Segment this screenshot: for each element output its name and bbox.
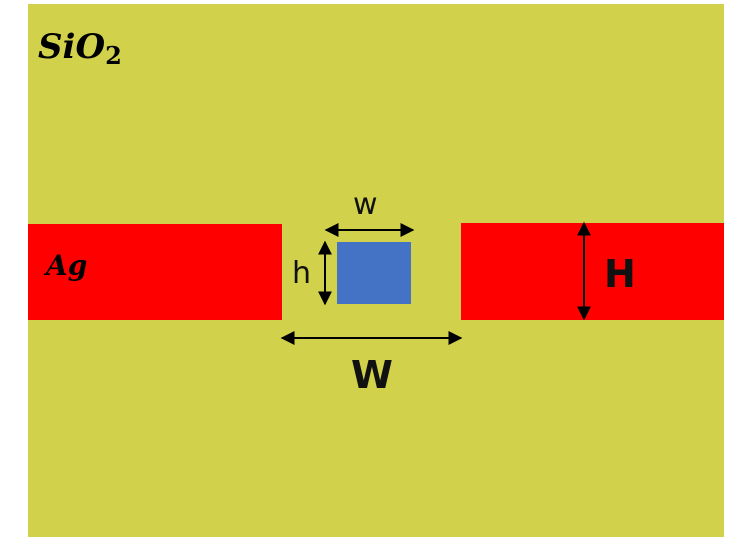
ag-strip-right <box>461 223 724 320</box>
gap-width-label: W <box>351 353 393 397</box>
core-rectangle <box>337 242 411 304</box>
substrate-label: SiO2 <box>38 30 122 68</box>
core-height-label: h <box>292 256 312 291</box>
substrate-label-base: SiO <box>38 27 106 67</box>
strip-height-label: H <box>604 252 636 296</box>
substrate-label-subscript: 2 <box>105 41 122 70</box>
core-width-label: w <box>353 187 378 222</box>
ag-strip-left <box>28 224 282 320</box>
metal-label: Ag <box>46 249 88 282</box>
